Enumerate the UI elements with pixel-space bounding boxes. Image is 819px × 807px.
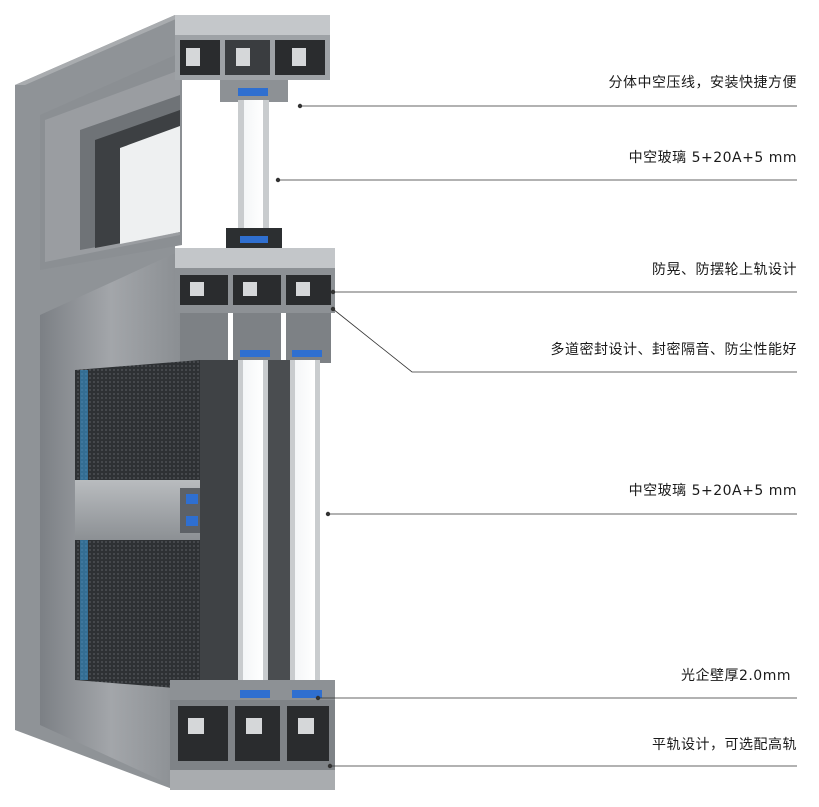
top-rail-profile xyxy=(175,15,330,102)
callout-split-bead: 分体中空压线，安装快捷方便 xyxy=(608,75,797,91)
leader-dot-glass-lower xyxy=(325,511,331,517)
callout-flat-track: 平轨设计，可选配高轨 xyxy=(652,737,797,753)
leader-dot-flat-track xyxy=(327,763,333,769)
leader-dot-split-bead xyxy=(297,103,303,109)
leader-dot-multi-seal xyxy=(330,306,336,312)
upper-glass-unit xyxy=(226,100,282,250)
callout-multi-seal: 多道密封设计、封密隔音、防尘性能好 xyxy=(550,342,797,358)
callout-anti-sway: 防晃、防摆轮上轨设计 xyxy=(652,262,797,278)
upper-frame-opening xyxy=(45,70,180,262)
callout-glass-upper: 中空玻璃 5+20A+5 mm xyxy=(628,150,797,166)
callout-glass-lower: 中空玻璃 5+20A+5 mm xyxy=(628,483,797,499)
middle-rail-profile xyxy=(175,248,335,363)
callout-leaders xyxy=(275,103,797,769)
bottom-rail-profile xyxy=(170,680,335,790)
leader-dot-wall-thickness xyxy=(315,695,321,701)
leader-multi-seal xyxy=(332,308,797,373)
leader-dot-anti-sway xyxy=(330,289,336,295)
callout-wall-thickness: 光企壁厚2.0mm xyxy=(680,668,791,684)
lower-glass-units xyxy=(200,360,320,690)
lower-sash-panel xyxy=(75,360,220,690)
leader-dot-glass-upper xyxy=(275,177,281,183)
